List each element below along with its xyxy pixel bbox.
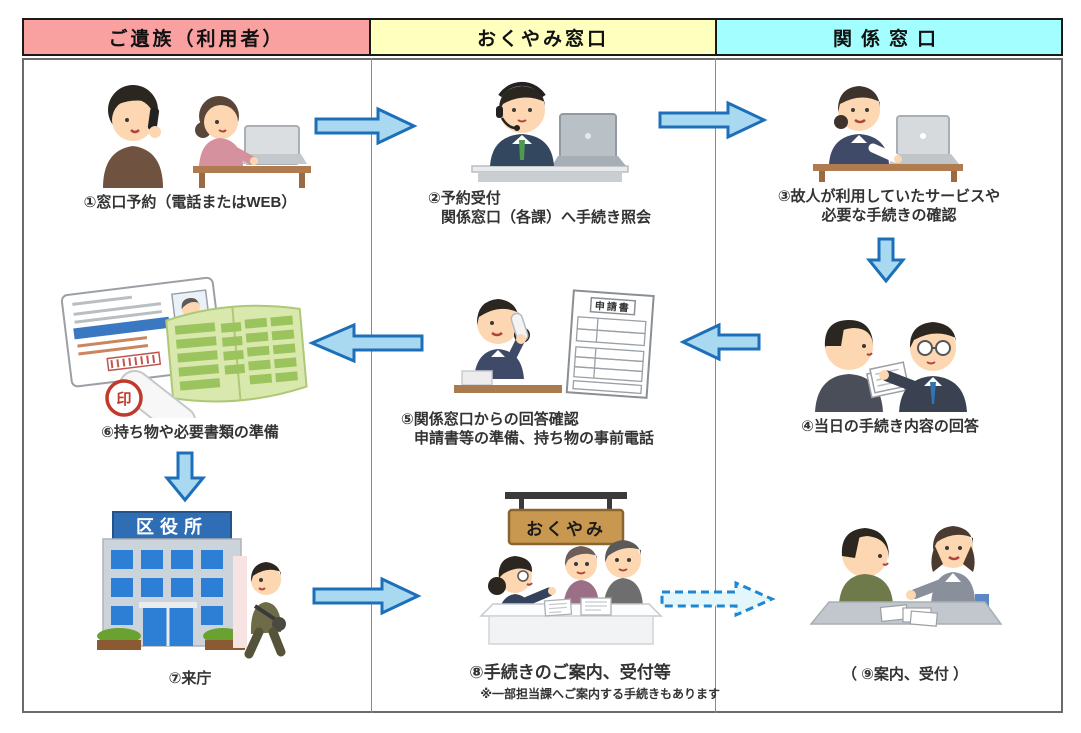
step-6: 印 ⑥持ち物や必要書類の準備	[40, 270, 340, 443]
ward-office-building-icon: 区役所	[96, 511, 286, 659]
step-8-caption: ⑧手続きのご案内、受付等	[469, 663, 671, 682]
okuyami-sign-text: おくやみ	[526, 520, 606, 539]
step-3-caption-line-2: 必要な手続きの確認	[821, 206, 957, 224]
arrow-step-1-to-step-2	[314, 106, 418, 146]
step-8: おくやみ	[420, 488, 720, 702]
step-4: ④当日の手続き内容の回答	[730, 282, 1050, 437]
okuyami-counter-icon: おくやみ	[478, 492, 663, 645]
woman-on-phone-with-form-icon: 申請書	[453, 289, 655, 399]
header-bereaved-family: ご遺族（利用者）	[22, 18, 371, 56]
arrow-step-7-to-step-8	[312, 576, 422, 616]
seal-character: 印	[116, 390, 131, 408]
step-1-caption: ①窓口予約（電話またはWEB）	[83, 194, 297, 211]
two-staff-exchanging-documents-icon	[815, 320, 967, 412]
step-2: ②予約受付 関係窓口（各課）へ手続き照会	[400, 72, 700, 228]
header-okuyami-counter: おくやみ窓口	[369, 18, 717, 56]
reception-staff-headset-icon	[471, 81, 629, 182]
form-title-text: 申請書	[594, 299, 631, 314]
staff-woman-at-laptop-icon	[813, 86, 963, 182]
lane-divider-2	[715, 58, 716, 713]
step-5-caption-line-1: ⑤関係窓口からの回答確認	[401, 411, 579, 428]
step-2-caption-line-1: ②予約受付	[428, 190, 501, 207]
step-1: ①窓口予約（電話またはWEB）	[50, 70, 330, 213]
step-2-caption-line-2: 関係窓口（各課）へ手続き照会	[441, 208, 652, 226]
step-8-note: ※一部担当課へご案内する手続きもあります	[480, 687, 720, 702]
step-3: ③故人が利用していたサービスや 必要な手続きの確認	[720, 70, 1058, 226]
step-9-caption: （ ⑨案内、受付 ）	[841, 666, 969, 683]
arrow-step-3-to-step-4	[866, 237, 906, 284]
step-9: （ ⑨案内、受付 ）	[760, 502, 1050, 685]
step-5-caption-line-2: 申請書等の準備、持ち物の事前電話	[414, 429, 655, 447]
step-7: 区役所 ⑦来庁	[70, 506, 310, 689]
step-3-caption-line-1: ③故人が利用していたサービスや	[777, 188, 1001, 205]
license-seal-bankbook-icon: 印	[60, 276, 308, 418]
man-on-phone-and-woman-at-laptop-icon	[103, 85, 311, 188]
arrow-step-5-to-step-6	[308, 322, 424, 364]
arrow-step-2-to-step-3	[658, 100, 768, 140]
arrow-step-6-to-step-7	[164, 451, 206, 503]
step-4-caption: ④当日の手続き内容の回答	[801, 418, 979, 435]
step-6-caption: ⑥持ち物や必要書類の準備	[101, 424, 279, 441]
lane-divider-1	[371, 58, 372, 713]
ward-office-sign-text: 区役所	[136, 516, 208, 537]
step-5: 申請書 ⑤関係窓口からの回答確認 申請書等の準備、持ち物の事前電話	[395, 283, 705, 449]
header-related-counters: 関係窓口	[715, 18, 1063, 56]
arrow-step-8-to-step-9-dashed	[660, 580, 776, 618]
arrow-step-4-to-step-5	[679, 322, 761, 362]
step-7-caption: ⑦来庁	[168, 670, 212, 687]
consultation-icon	[808, 526, 1002, 627]
